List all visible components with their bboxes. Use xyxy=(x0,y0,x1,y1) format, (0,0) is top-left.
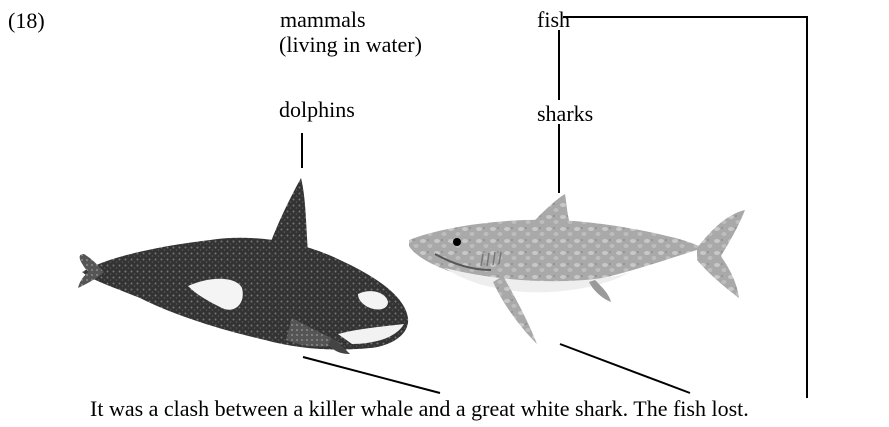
dolphins-label: dolphins xyxy=(279,98,355,122)
shark-to-caption-line xyxy=(560,344,690,393)
shark-dorsal-fin xyxy=(533,194,571,226)
shark-eye xyxy=(453,238,461,246)
sharks-label: sharks xyxy=(537,102,593,126)
killer-whale-illustration xyxy=(70,168,420,358)
shark-tail xyxy=(697,210,745,298)
orca-dorsal-fin xyxy=(265,178,308,258)
example-number: (18) xyxy=(8,9,45,33)
fish-label: fish xyxy=(537,8,570,32)
great-white-shark-illustration xyxy=(405,190,750,350)
mammals-qualifier-label: (living in water) xyxy=(279,33,422,57)
orca-tail-flukes xyxy=(78,254,104,288)
mammals-label: mammals xyxy=(280,8,366,32)
shark-body xyxy=(409,220,703,287)
orca-to-caption-line xyxy=(303,357,440,393)
caption: It was a clash between a killer whale an… xyxy=(90,397,749,421)
